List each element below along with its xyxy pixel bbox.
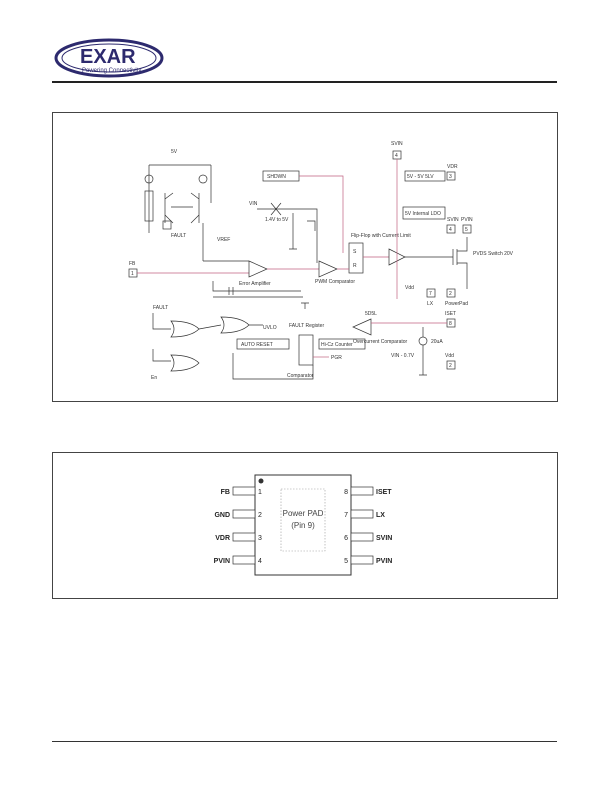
shutdown-label: SHDWN <box>267 174 286 180</box>
pin-2-lead <box>232 509 256 519</box>
iset-pin-num: 8 <box>449 321 452 327</box>
pin-1-num: 1 <box>258 489 262 496</box>
pin-8-num: 8 <box>344 489 348 496</box>
exar-logo-graphic: EXAR Powering Connectivity <box>54 38 164 78</box>
supply-label: 5V <box>171 149 178 155</box>
pin-4-lead <box>232 555 256 565</box>
vin-label: VIN <box>249 201 258 207</box>
evin-pin-name: SVIN <box>391 141 403 147</box>
hiccup-label: Hi-Cz Counter <box>321 342 353 348</box>
pin-4-num: 4 <box>258 558 262 565</box>
power-pad <box>280 488 326 552</box>
fb-pin-num: 1 <box>131 271 134 277</box>
left-pins: 1 FB 2 GND 3 VDR 4 PVIN <box>214 486 262 565</box>
footer-rule <box>52 741 557 742</box>
comparator-label: Comparator <box>287 373 314 379</box>
vdr-pin-name: VDR <box>447 164 458 170</box>
power-fet-label: PVDS Switch 20V <box>473 251 514 257</box>
block-diagram-figure: 5V FAULT VREF SHDWN VIN 1.4V to 5V 1 FB … <box>52 112 558 402</box>
pin-7-lead <box>350 509 374 519</box>
pad-pin-num: 2 <box>449 291 452 297</box>
pinout-figure: Power PAD (Pin 9) 1 FB 2 GND 3 VDR 4 PVI… <box>52 452 558 599</box>
pin-5-num: 5 <box>344 558 348 565</box>
vin-range-label: 1.4V to 5V <box>265 217 289 223</box>
lx-pin-box <box>426 288 436 298</box>
pgr-label: PGR <box>331 355 342 361</box>
pvin-pin-name: PVIN <box>461 217 473 223</box>
pin-2-num: 2 <box>258 512 262 519</box>
svin-pin-name: SVIN <box>447 217 459 223</box>
pin-3-lead <box>232 532 256 542</box>
regulator-label: 5V - 5V 5LV <box>407 174 434 180</box>
pin-6-name: SVIN <box>376 535 392 542</box>
power-pad-line2: (Pin 9) <box>291 521 315 530</box>
pinout-diagram: Power PAD (Pin 9) 1 FB 2 GND 3 VDR 4 PVI… <box>214 474 392 576</box>
en-label: En <box>151 375 157 381</box>
pvin-pin-num: 5 <box>465 227 468 233</box>
uvlo-label: UVLO <box>263 325 277 331</box>
pin-2-name: GND <box>214 512 230 519</box>
lx-pin-num: 7 <box>429 291 432 297</box>
vdr-pin-num: 3 <box>449 174 452 180</box>
vref-label: VREF <box>217 237 230 243</box>
error-amp-label: Error Amplifier <box>239 281 271 287</box>
pin-6-num: 6 <box>344 535 348 542</box>
pvin-pin-box <box>462 224 472 234</box>
pin-3-name: VDR <box>215 535 230 542</box>
logo-brand: EXAR <box>80 46 136 68</box>
fault-label-left: FAULT <box>153 305 168 311</box>
svin-pin-box <box>446 224 456 234</box>
logo-tagline: Powering Connectivity <box>82 68 141 74</box>
flipflop-s: S <box>353 249 357 255</box>
pad-pin-box <box>446 288 456 298</box>
pin-4-name: PVIN <box>214 558 230 565</box>
power-pad-line1: Power PAD <box>283 509 324 518</box>
vin-minus-label: VIN - 0.7V <box>391 353 415 359</box>
right-pins: 8 ISET 7 LX 6 SVIN 5 PVIN <box>344 486 392 565</box>
fault-label-top: FAULT <box>171 233 186 239</box>
evin-pin-num: 4 <box>395 153 398 159</box>
block-diagram: 5V FAULT VREF SHDWN VIN 1.4V to 5V 1 FB … <box>128 141 514 381</box>
pin-7-num: 7 <box>344 512 348 519</box>
pin-3-num: 3 <box>258 535 262 542</box>
vdr-pin-box <box>446 171 456 181</box>
iset-pin-name: ISET <box>445 311 456 317</box>
fault-register-label: FAULT Register <box>289 323 324 329</box>
fb-pin-name: FB <box>129 261 136 267</box>
auto-reset-label: AUTO RESET <box>241 342 273 348</box>
pin-6-lead <box>350 532 374 542</box>
current-src-label: 20uA <box>431 339 443 345</box>
pin1-marker <box>258 478 264 484</box>
power-pad-label: PowerPad <box>445 301 468 307</box>
pin-7-name: LX <box>376 512 385 519</box>
ldo-label: 5V Internal LDO <box>405 211 441 217</box>
pin-8-name: ISET <box>376 489 392 496</box>
gnd-pin-num: 2 <box>449 363 452 369</box>
gnd-pin-name: Vdd <box>445 353 454 359</box>
svin-pin-num: 4 <box>449 227 452 233</box>
ocp-comp-label: Overcurrent Comparator <box>353 339 408 345</box>
pin-1-lead <box>232 486 256 496</box>
flipflop-r: R <box>353 263 357 269</box>
pin-5-lead <box>350 555 374 565</box>
ocp-threshold-label: 5D5L <box>365 311 377 317</box>
flipflop-label: Flip-Flop with Current Limit <box>351 233 411 239</box>
header-rule <box>52 81 557 83</box>
pin-8-lead <box>350 486 374 496</box>
vdd-label: Vdd <box>405 285 414 291</box>
lx-pin-name: LX <box>427 301 434 307</box>
exar-logo: EXAR Powering Connectivity <box>54 36 166 80</box>
pwm-comp-label: PWM Comparator <box>315 279 355 285</box>
pin-1-name: FB <box>221 489 230 496</box>
pin-5-name: PVIN <box>376 558 392 565</box>
gnd-pin-box <box>446 360 456 370</box>
